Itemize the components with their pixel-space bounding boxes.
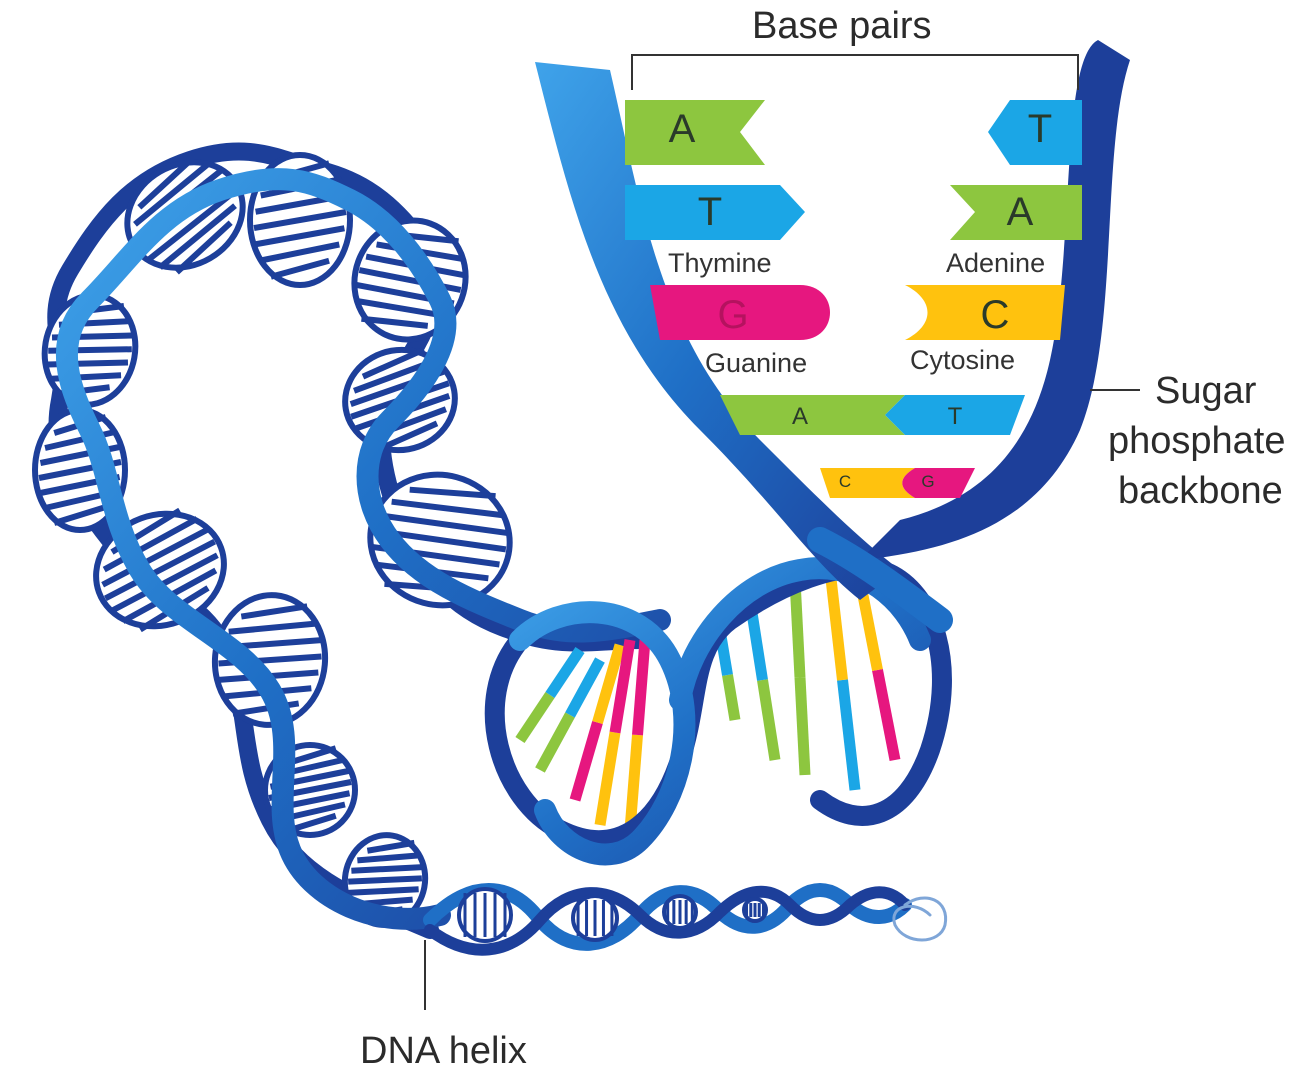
letter-t-row2: T (690, 190, 730, 235)
cytosine-label: Cytosine (910, 345, 1015, 376)
base-rung-half (520, 695, 550, 740)
rung-loop (338, 205, 482, 355)
base-rung-half (830, 570, 843, 680)
thymine-label: Thymine (668, 248, 772, 279)
base-g-row5 (902, 468, 975, 498)
base-rung-half (843, 680, 856, 790)
letter-c-row5: C (835, 472, 855, 492)
letter-a-row1: A (662, 107, 702, 152)
base-pairs-bracket (632, 55, 1078, 90)
base-rung-half (550, 650, 580, 695)
letter-a-row2: A (1000, 190, 1040, 235)
guanine-label: Guanine (705, 348, 807, 379)
base-rung-half (570, 660, 600, 715)
base-pairs-label: Base pairs (752, 5, 932, 48)
base-rung-half (878, 670, 896, 760)
base-rung-half (575, 723, 598, 801)
base-rung-half (795, 580, 800, 678)
dna-helix-label: DNA helix (360, 1030, 527, 1073)
adenine-label: Adenine (946, 248, 1045, 279)
base-rung-half (540, 715, 570, 770)
letter-t-row4: T (940, 403, 970, 431)
letter-g-row5: G (918, 472, 938, 492)
backbone-label-line1: Sugar (1155, 370, 1256, 413)
base-rung-half (728, 675, 736, 720)
base-rung-half (763, 680, 776, 760)
base-rung-half (638, 640, 646, 735)
letter-t-row1: T (1020, 107, 1060, 152)
letter-g-row3: G (713, 293, 753, 338)
base-rung-half (600, 733, 615, 826)
backbone-label-line2: phosphate (1108, 420, 1286, 463)
letter-c-row3: C (975, 293, 1015, 338)
backbone-label-line3: backbone (1118, 470, 1283, 513)
colored-helix-strands (495, 568, 942, 855)
base-rung-half (800, 678, 805, 776)
letter-a-row4: A (785, 403, 815, 431)
